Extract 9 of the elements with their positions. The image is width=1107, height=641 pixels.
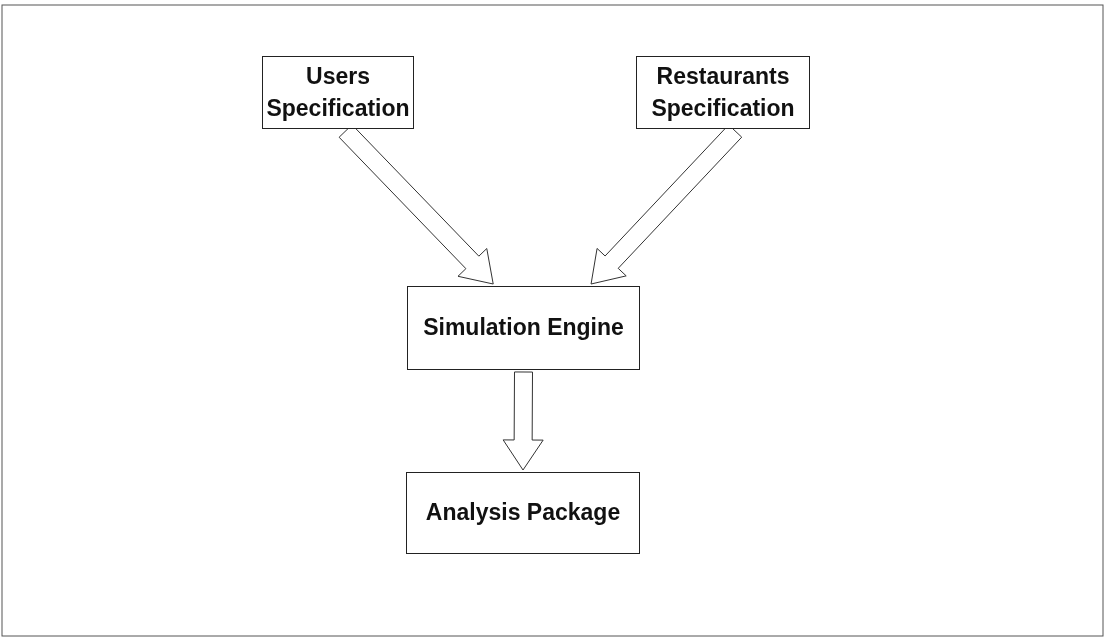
process-box (636, 56, 810, 129)
block-arrow (502, 371, 544, 471)
process-box (407, 286, 640, 370)
box-label: Analysis Package (425, 498, 621, 528)
box-label: Simulation Engine (423, 313, 624, 343)
process-box (262, 56, 414, 129)
box-label: Users Specification (265, 62, 411, 123)
box-label: Restaurants Specification (650, 62, 796, 123)
process-box (406, 472, 640, 554)
